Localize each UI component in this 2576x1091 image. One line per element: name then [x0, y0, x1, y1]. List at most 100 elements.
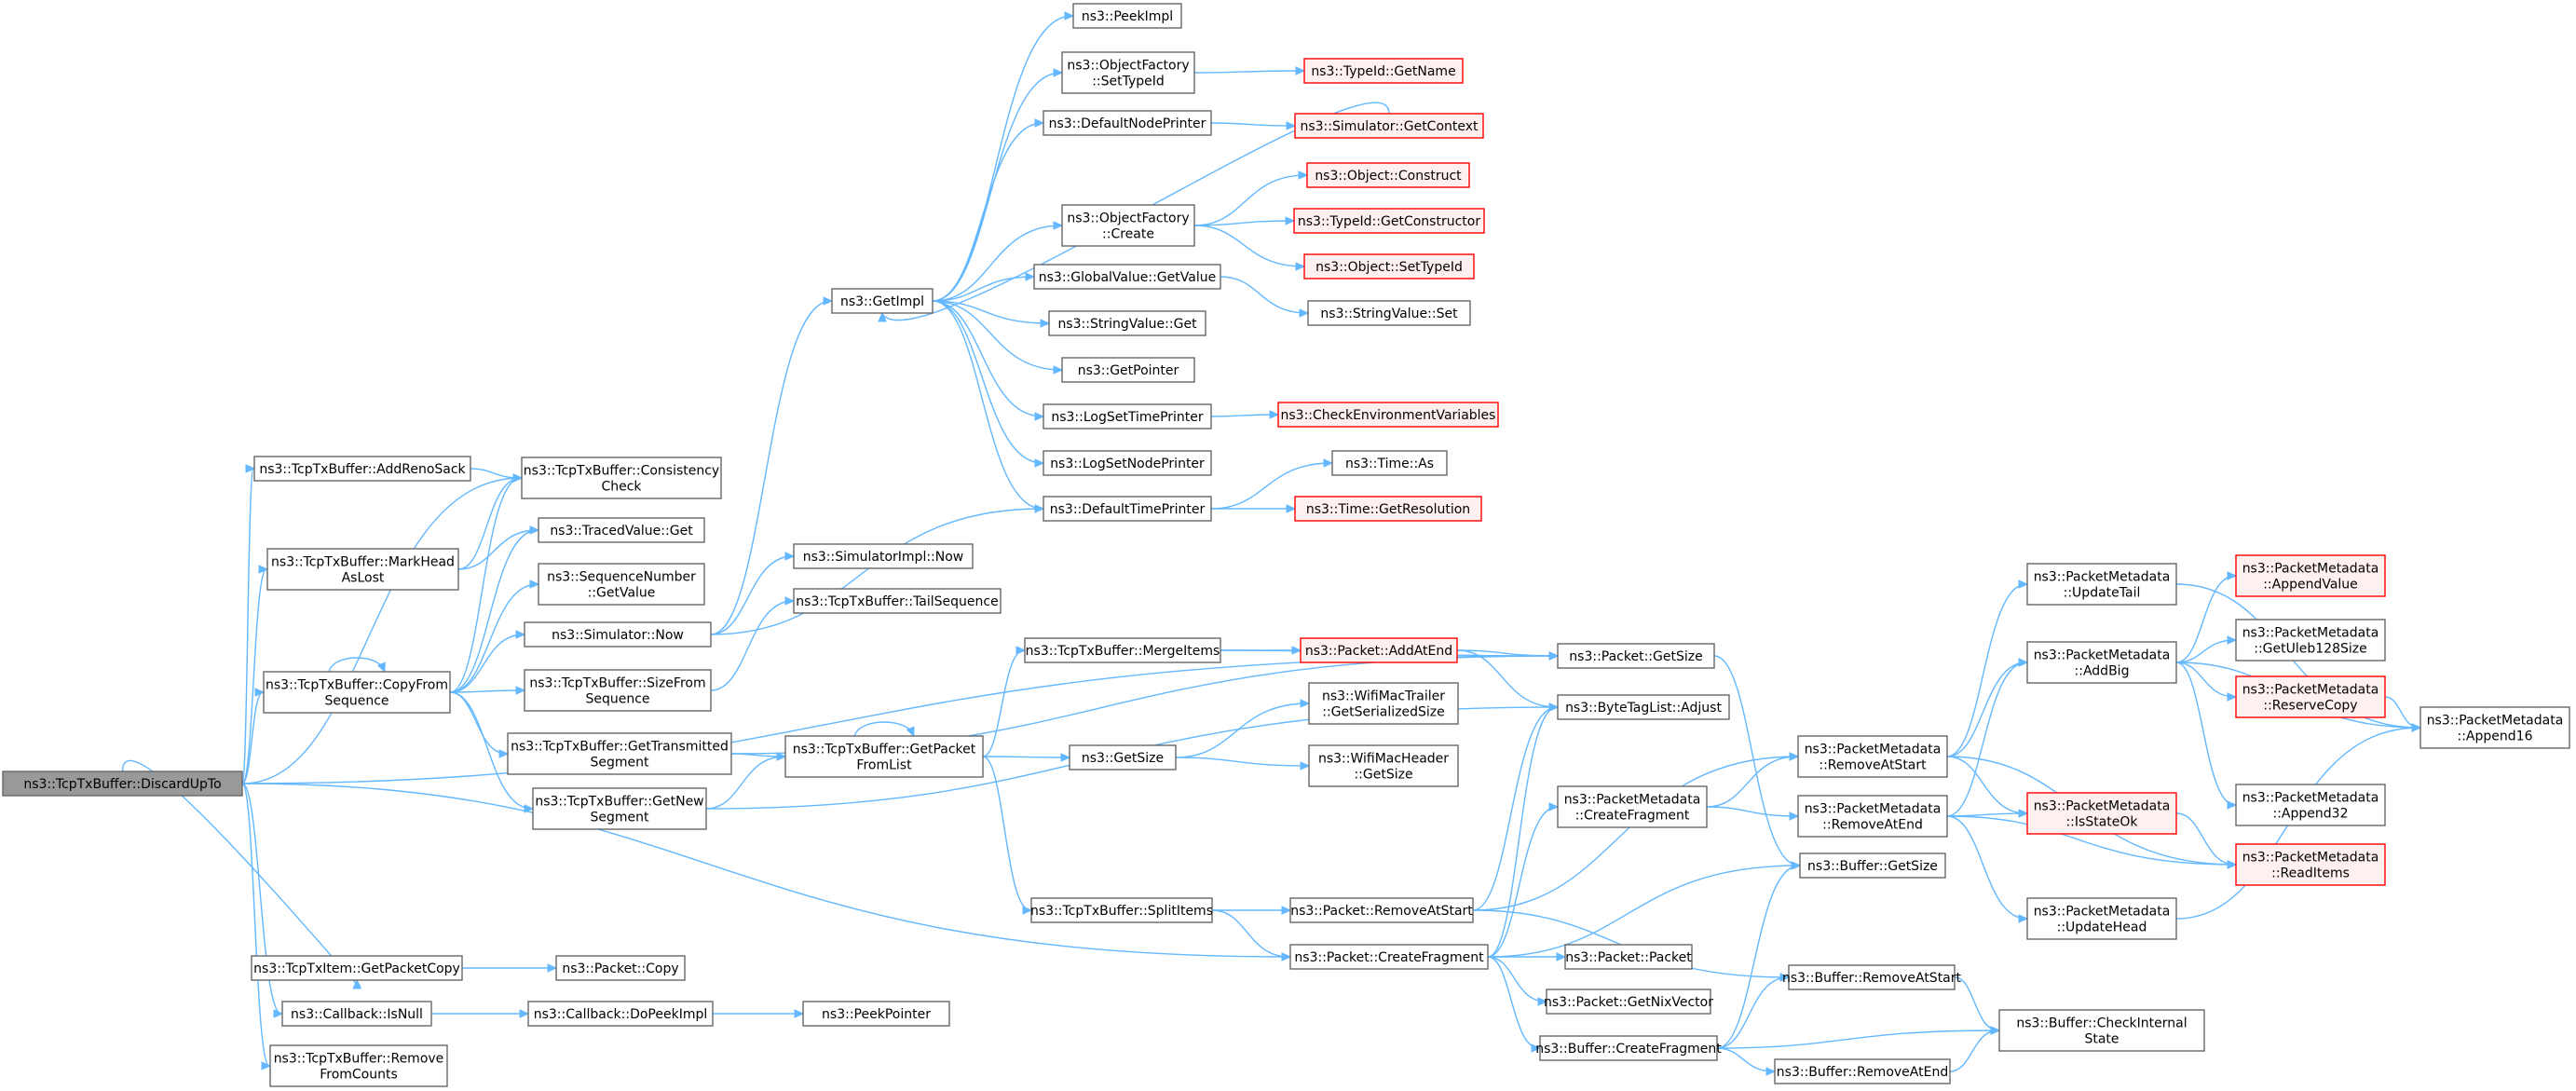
node-box [1043, 110, 1212, 136]
node-label: ns3::SequenceNumber [547, 570, 696, 585]
node-bufcreatefrag[interactable]: ns3::Buffer::CreateFragment [1535, 1035, 1722, 1061]
node-pmupdatehead[interactable]: ns3::PacketMetadata::UpdateHead [2026, 897, 2177, 940]
node-simimplnow[interactable]: ns3::SimulatorImpl::Now [793, 543, 974, 569]
node-strvalset[interactable]: ns3::StringValue::Set [1307, 300, 1471, 326]
node-pmreservecopy[interactable]: ns3::PacketMetadata::ReserveCopy [2235, 675, 2386, 718]
edge-line [1716, 976, 1789, 1049]
node-pmgetuleb[interactable]: ns3::PacketMetadata::GetUleb128Size [2235, 619, 2386, 661]
node-wifiheader[interactable]: ns3::WifiMacHeader::GetSize [1308, 744, 1459, 787]
node-checkenv[interactable]: ns3::CheckEnvironmentVariables [1277, 402, 1499, 428]
node-getsize[interactable]: ns3::GetSize [1069, 744, 1177, 771]
node-pktcopy[interactable]: ns3::Packet::Copy [555, 955, 686, 981]
node-tracedget[interactable]: ns3::TracedValue::Get [538, 517, 705, 543]
node-pmupdatetail[interactable]: ns3::PacketMetadata::UpdateTail [2026, 563, 2177, 606]
node-pmremoveatend[interactable]: ns3::PacketMetadata::RemoveAtEnd [1797, 795, 1948, 838]
edge-line [1946, 815, 2027, 920]
node-label: ::UpdateHead [2057, 921, 2147, 935]
node-discard[interactable]: ns3::TcpTxBuffer::DiscardUpTo [2, 771, 243, 797]
node-simnow[interactable]: ns3::Simulator::Now [524, 621, 712, 648]
edge-line [710, 555, 794, 635]
node-pmappend32[interactable]: ns3::PacketMetadata::Append32 [2235, 784, 2386, 826]
node-tailseq[interactable]: ns3::TcpTxBuffer::TailSequence [793, 588, 1002, 614]
node-pktnix[interactable]: ns3::Packet::GetNixVector [1544, 989, 1713, 1015]
node-typeidgetname[interactable]: ns3::TypeId::GetName [1303, 58, 1464, 84]
edge-arrowhead [1990, 1026, 2001, 1035]
edge-line [1716, 1030, 1999, 1049]
node-deftimeprinter[interactable]: ns3::DefaultTimePrinter [1043, 496, 1212, 522]
node-pmappendvalue[interactable]: ns3::PacketMetadata::AppendValue [2235, 554, 2386, 597]
node-pktgetsize[interactable]: ns3::Packet::GetSize [1557, 643, 1715, 669]
node-cbisnull[interactable]: ns3::Callback::IsNull [281, 1001, 432, 1027]
node-pmaddbig[interactable]: ns3::PacketMetadata::AddBig [2026, 641, 2177, 684]
node-label: ::RemoveAtStart [1819, 758, 1927, 773]
node-pmremoveatstart[interactable]: ns3::PacketMetadata::RemoveAtStart [1797, 735, 1948, 778]
edge-line [982, 756, 1031, 911]
edge-ofcreate-to-objconstruct [1193, 170, 1309, 226]
edge-line [853, 721, 915, 737]
node-gvgetvalue[interactable]: ns3::GlobalValue::GetValue [1033, 264, 1221, 290]
node-pmcreatefrag[interactable]: ns3::PacketMetadata::CreateFragment [1557, 785, 1708, 828]
node-getpointer[interactable]: ns3::GetPointer [1061, 357, 1195, 383]
edge-simnow-to-getimpl [710, 296, 834, 635]
node-pktcreatefrag[interactable]: ns3::Packet::CreateFragment [1289, 944, 1489, 970]
node-label: ns3::PacketMetadata [2427, 714, 2564, 729]
edge-pktcreatefrag-to-pmcreatefrag [1487, 802, 1560, 958]
node-label: ::GetUleb128Size [2254, 642, 2366, 657]
node-wifitrailer[interactable]: ns3::WifiMacTrailer::GetSerializedSize [1308, 682, 1459, 725]
edge-simnow-to-deftimeprinter [710, 504, 1045, 635]
node-box [263, 671, 451, 714]
node-cbdopeek[interactable]: ns3::Callback::DoPeekImpl [527, 1001, 714, 1027]
edge-deftimeprinter-to-timegetres [1211, 504, 1297, 513]
node-bufgetsize[interactable]: ns3::Buffer::GetSize [1799, 852, 1946, 879]
edge-arrowhead [529, 580, 540, 589]
node-txitemcopy[interactable]: ns3::TcpTxItem::GetPacketCopy [251, 955, 463, 981]
edge-bufcreatefrag-to-bufremoveatend [1716, 1047, 1777, 1076]
node-pktaddatend[interactable]: ns3::Packet::AddAtEnd [1300, 637, 1458, 663]
node-ofcreate[interactable]: ns3::ObjectFactory::Create [1061, 204, 1195, 247]
node-getimpl[interactable]: ns3::GetImpl [831, 288, 934, 314]
node-peekpointer[interactable]: ns3::PeekPointer [802, 1001, 950, 1027]
node-typeidgetctor[interactable]: ns3::TypeId::GetConstructor [1293, 208, 1485, 234]
edge-line [710, 600, 794, 691]
node-bytetagadjust[interactable]: ns3::ByteTagList::Adjust [1557, 694, 1730, 720]
node-addrenosack[interactable]: ns3::TcpTxBuffer::AddRenoSack [253, 456, 471, 482]
node-simgetcontext[interactable]: ns3::Simulator::GetContext [1294, 113, 1484, 139]
edge-getimpl-to-logsetnode [932, 300, 1045, 468]
node-logsettime[interactable]: ns3::LogSetTimePrinter [1043, 403, 1212, 430]
node-bufremoveatstart[interactable]: ns3::Buffer::RemoveAtStart [1782, 964, 1962, 990]
node-peekimpl[interactable]: ns3::PeekImpl [1072, 3, 1182, 29]
node-objsettypeid[interactable]: ns3::Object::SetTypeId [1303, 253, 1475, 280]
node-bufremoveatend[interactable]: ns3::Buffer::RemoveAtEnd [1774, 1058, 1951, 1084]
node-box [1289, 897, 1474, 923]
node-strvalget[interactable]: ns3::StringValue::Get [1048, 310, 1206, 336]
node-pktpacket[interactable]: ns3::Packet::Packet [1564, 944, 1693, 970]
node-ofsettypeid[interactable]: ns3::ObjectFactory::SetTypeId [1061, 51, 1195, 94]
node-box [1033, 264, 1221, 290]
node-objconstruct[interactable]: ns3::Object::Construct [1306, 162, 1470, 188]
node-pmisstateok[interactable]: ns3::PacketMetadata::IsStateOk [2026, 792, 2177, 835]
node-defnodeprinter[interactable]: ns3::DefaultNodePrinter [1043, 110, 1212, 136]
node-pmreaditems[interactable]: ns3::PacketMetadata::ReadItems [2235, 843, 2386, 886]
node-pmappend16[interactable]: ns3::PacketMetadata::Append16 [2419, 706, 2570, 749]
node-mergeitems[interactable]: ns3::TcpTxBuffer::MergeItems [1024, 637, 1221, 663]
node-logsetnode[interactable]: ns3::LogSetNodePrinter [1043, 450, 1212, 476]
node-label: ns3::TcpTxBuffer::GetTransmitted [511, 740, 729, 755]
node-pktremoveatstart[interactable]: ns3::Packet::RemoveAtStart [1289, 897, 1474, 923]
node-splititems[interactable]: ns3::TcpTxBuffer::SplitItems [1030, 897, 1213, 923]
node-timeas[interactable]: ns3::Time::As [1331, 450, 1448, 476]
node-seqgetvalue[interactable]: ns3::SequenceNumber::GetValue [538, 563, 705, 606]
node-label: ns3::PacketMetadata [2034, 570, 2171, 585]
node-box [1331, 450, 1448, 476]
edge-line [328, 657, 386, 673]
node-timegetres[interactable]: ns3::Time::GetResolution [1294, 496, 1482, 522]
edge-cbisnull-to-cbdopeek [431, 1009, 530, 1018]
